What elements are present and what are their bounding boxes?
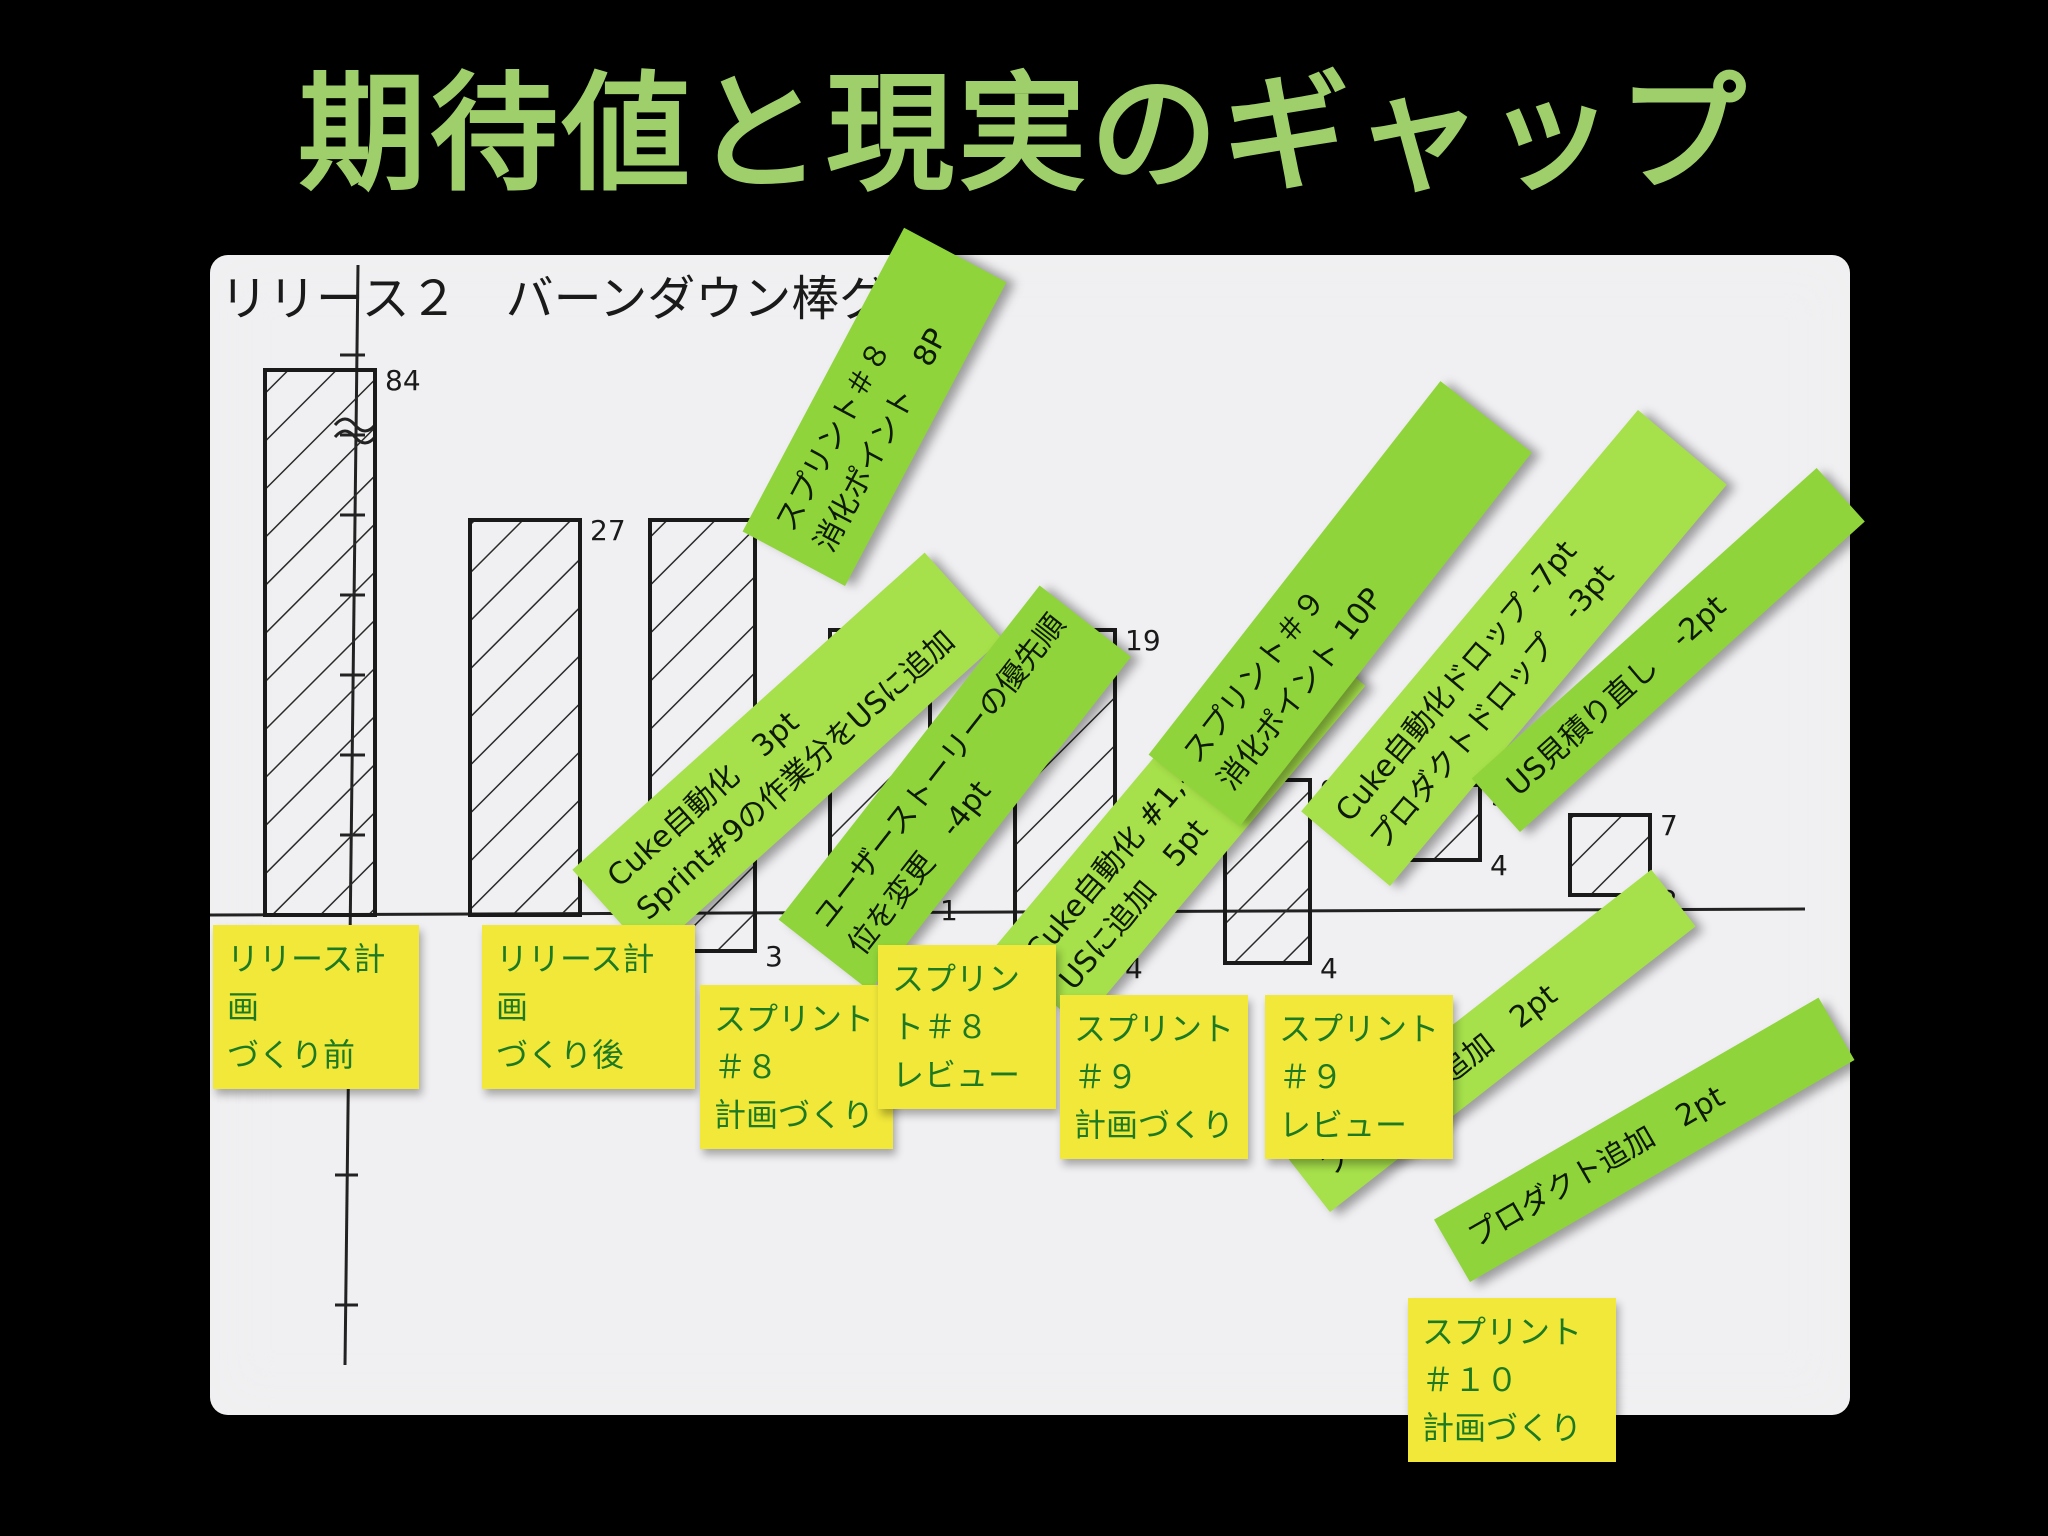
yellow-sticky-note: スプリント＃８ レビュー <box>878 945 1056 1109</box>
yellow-sticky-note: スプリント＃９ レビュー <box>1265 995 1453 1159</box>
bar <box>263 368 377 917</box>
x-axis <box>210 907 1806 917</box>
note-line: スプリント＃１０ <box>1422 1313 1583 1399</box>
note-line: レビュー <box>892 1056 1021 1094</box>
yellow-sticky-note: リリース計画づくり前 <box>213 925 419 1089</box>
bar-top-label: 7 <box>1660 809 1678 842</box>
bar-top-label: 84 <box>385 364 421 397</box>
whiteboard-photo: リリース２ バーンダウン棒グラフ 84272731194949472 <box>210 255 1850 1415</box>
note-line: 計画づくり <box>1422 1409 1583 1447</box>
note-line: スプリント＃９ <box>1279 1010 1440 1096</box>
note-line: 計画づくり <box>1074 1106 1235 1144</box>
yellow-sticky-note: スプリント＃９ 計画づくり <box>1060 995 1248 1159</box>
note-line: 計画づくり <box>714 1096 875 1134</box>
slide-title: 期待値と現実のギャップ <box>297 60 1750 209</box>
bar-top-label: 19 <box>1125 624 1161 657</box>
note-line: リリース計画 <box>227 940 386 1026</box>
bar-bottom-label: 4 <box>1490 849 1508 882</box>
note-line: レビュー <box>1279 1106 1408 1144</box>
note-line: リリース計画 <box>496 940 655 1026</box>
bar <box>468 518 582 917</box>
bar-bottom-label: 4 <box>1320 952 1338 985</box>
bar-top-label: 27 <box>590 514 626 547</box>
bar-bottom-label: 1 <box>940 894 958 927</box>
note-line: づくり後 <box>496 1036 625 1074</box>
note-line: スプリント＃８ <box>892 960 1021 1046</box>
yellow-sticky-note: リリース計画づくり後 <box>482 925 695 1089</box>
bar <box>1568 813 1652 897</box>
yellow-sticky-note: スプリント＃８ 計画づくり <box>700 985 893 1149</box>
yellow-sticky-note: スプリント＃１０ 計画づくり <box>1408 1298 1616 1462</box>
note-line: スプリント＃８ <box>714 1000 875 1086</box>
bar-bottom-label: 3 <box>765 940 783 973</box>
note-line: スプリント＃９ <box>1074 1010 1235 1096</box>
note-line: づくり前 <box>227 1036 356 1074</box>
burndown-chart: リリース２ バーンダウン棒グラフ 84272731194949472 <box>210 264 1806 1366</box>
